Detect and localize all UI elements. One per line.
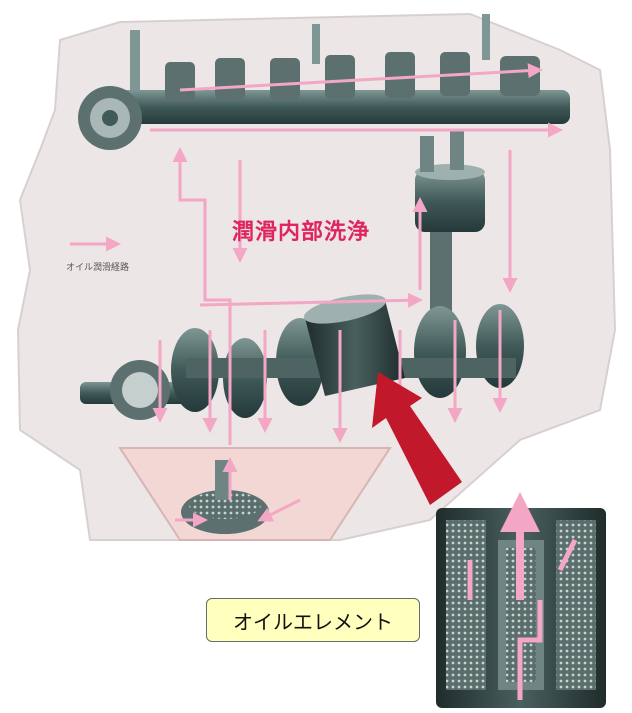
red-arrow-icon: [372, 372, 462, 505]
oil-path-arrows: [150, 63, 563, 528]
legend-label: オイル潤滑経路: [66, 263, 130, 273]
diagram-title: 潤滑内部洗浄: [232, 220, 371, 245]
oil-element-label: オイルエレメント: [206, 598, 420, 642]
oil-element-cutaway: [436, 492, 606, 708]
legend: オイル潤滑経路: [66, 236, 176, 276]
